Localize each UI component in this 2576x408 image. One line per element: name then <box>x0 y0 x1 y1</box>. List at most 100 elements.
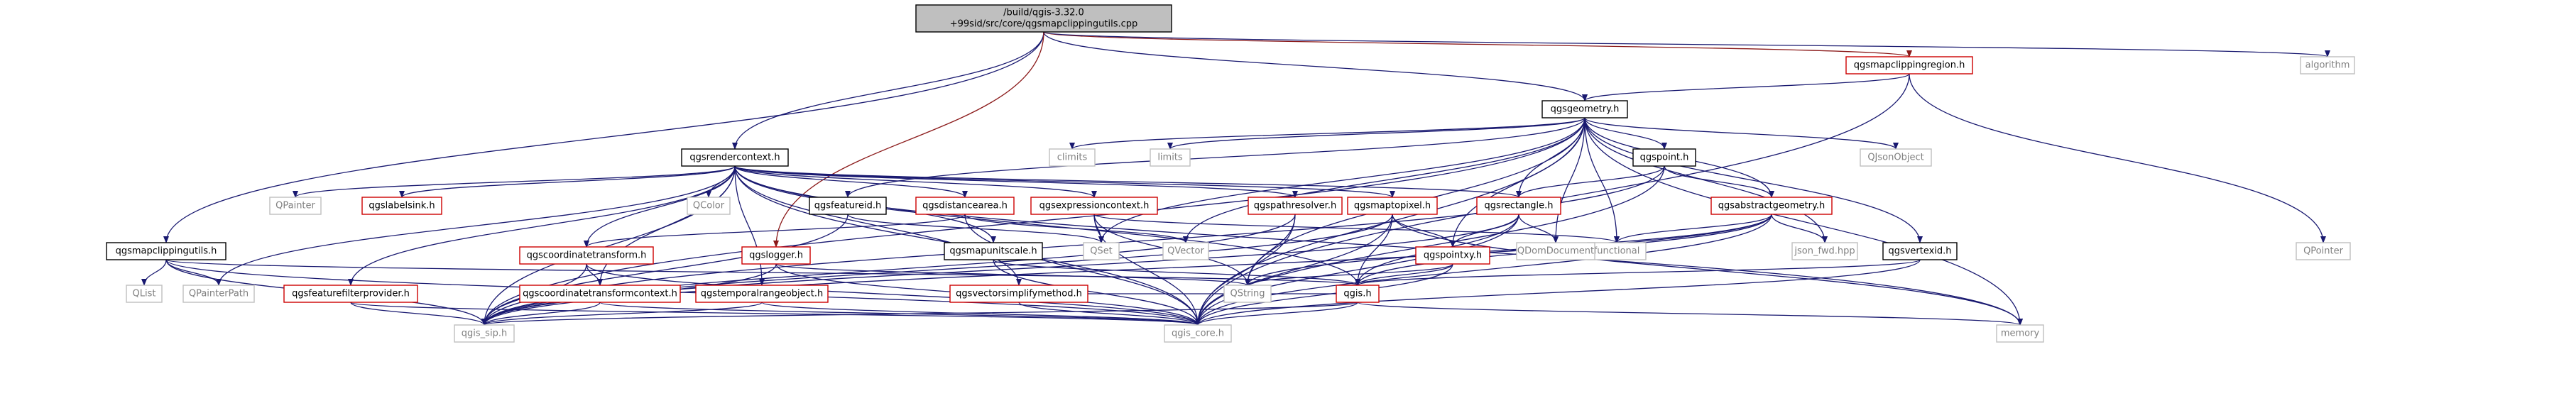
node-qgis-h[interactable]: qgis.h <box>1336 285 1380 303</box>
edge-qgsmapunitscale_h-to-qgis_h <box>993 259 1360 286</box>
node-qgslabelsink-h[interactable]: qgslabelsink.h <box>361 197 442 215</box>
node-box <box>1710 197 1833 215</box>
node-box <box>182 285 255 303</box>
node-qgslogger-h[interactable]: qgslogger.h <box>741 246 811 265</box>
edge-qgscoordinatetransform_h-to-qgscoordinatetransformcontext_h <box>586 263 603 286</box>
edge-qgsgeometry_h-to-qgsrectangle_h <box>1516 117 1586 198</box>
edge-qgsexpressioncontext_h-to-qgis_core_h <box>1093 214 1201 326</box>
edge-qgsrendercontext_h-to-qpainterpath <box>216 165 736 286</box>
node-qgsmapclippingregion-h[interactable]: qgsmapclippingregion.h <box>1845 56 1973 75</box>
edge-qgsrendercontext_h-to-qgspathresolver_h <box>734 165 1298 198</box>
edge-root-to-qgslogger_h <box>773 31 1044 248</box>
edge-qgsabstractgeometry_h-to-json_fwd_hpp <box>1771 214 1828 243</box>
node-qgspointxy-h[interactable]: qgspointxy.h <box>1415 246 1490 265</box>
node-qgis-sip-h: qgis_sip.h <box>454 324 515 343</box>
node-label: functional <box>1594 246 1640 257</box>
edge-qgsabstractgeometry_h-to-functional <box>1614 214 1772 243</box>
edge-qgsrendercontext_h-to-qgsdistancearea_h <box>734 165 968 198</box>
edge-qgsmapclippingutils_h-to-qlist <box>141 259 167 286</box>
node-label: qgspointxy.h <box>1424 250 1482 261</box>
node-qgsmaptopixel-h[interactable]: qgsmaptopixel.h <box>1347 197 1438 215</box>
node-label: +99sid/src/core/qgsmapclippingutils.cpp <box>950 19 1138 30</box>
node-label: qgsfeatureid.h <box>814 201 881 211</box>
node-qcolor: QColor <box>687 197 731 215</box>
node-functional: functional <box>1587 242 1647 260</box>
node-label: qgsmapclippingregion.h <box>1854 60 1965 71</box>
edge-qgsrendercontext_h-to-qgis_h <box>734 165 1360 286</box>
node-label: /build/qgis-3.32.0 <box>1003 8 1084 18</box>
edge-qgsrendercontext_h-to-qgsmaptopixel_h <box>734 165 1395 198</box>
edge-qgsvertexid_h-to-qgis_h <box>1355 259 1921 286</box>
node-qgsmapunitscale-h[interactable]: qgsmapunitscale.h <box>944 242 1043 260</box>
edge-qgsgeometry_h-to-qgspoint_h <box>1584 117 1667 150</box>
node-box <box>1248 197 1343 215</box>
node-label: qgspathresolver.h <box>1254 201 1336 211</box>
node-box <box>519 246 654 265</box>
node-label: qgsmaptopixel.h <box>1354 201 1431 211</box>
edge-qgsrendercontext_h-to-qgstemporalrangeobject_h <box>734 165 765 286</box>
edge-qgsgeometry_h-to-qgis_sip_h <box>481 117 1586 326</box>
node-qgsdistancearea-h[interactable]: qgsdistancearea.h <box>915 197 1015 215</box>
edge-qgsrendercontext_h-to-qpainter <box>293 165 736 198</box>
node-box <box>1860 148 1932 167</box>
edge-qgsrectangle_h-to-qgis_core_h <box>1195 214 1519 326</box>
node-qgsvertexid-h[interactable]: qgsvertexid.h <box>1882 242 1958 260</box>
edge-qgsgeometry_h-to-limits <box>1167 117 1586 150</box>
node-qgscoordinatetransformcontext-h[interactable]: qgscoordinatetransformcontext.h <box>519 285 681 303</box>
node-box <box>809 197 887 215</box>
node-label: QJsonObject <box>1867 153 1923 163</box>
edge-qgsmaptopixel_h-to-qgis_sip_h <box>481 214 1393 326</box>
node-box <box>1415 246 1490 265</box>
edge-qgspointxy_h-to-qstring <box>1245 263 1453 286</box>
node-box <box>915 4 1172 33</box>
node-label: qgsdistancearea.h <box>922 201 1008 211</box>
edge-qgsfeatureid_h-to-qset <box>847 214 1104 243</box>
edge-qgspointxy_h-to-qgis_h <box>1355 263 1453 286</box>
node-qgscoordinatetransform-h[interactable]: qgscoordinatetransform.h <box>519 246 654 265</box>
node-qgsabstractgeometry-h[interactable]: qgsabstractgeometry.h <box>1710 197 1833 215</box>
edge-qgsmapclippingregion_h-to-qgsgeometry_h <box>1582 73 1910 101</box>
edge-qgsmapclippingutils_h-to-qgis_core_h <box>165 259 1201 326</box>
node-qgstemporalrangeobject-h[interactable]: qgstemporalrangeobject.h <box>695 285 829 303</box>
node-label: qgspoint.h <box>1640 153 1689 163</box>
node-label: qgsmapclippingutils.h <box>116 246 217 257</box>
node-box <box>1336 285 1380 303</box>
node-qgsgeometry-h[interactable]: qgsgeometry.h <box>1541 100 1628 118</box>
node-qgsrendercontext-h[interactable]: qgsrendercontext.h <box>681 148 789 167</box>
node-qgspathresolver-h[interactable]: qgspathresolver.h <box>1248 197 1343 215</box>
node-box <box>949 285 1088 303</box>
edge-root-to-qgsrendercontext_h <box>732 31 1044 150</box>
node-qgsvectorsimplifymethod-h[interactable]: qgsvectorsimplifymethod.h <box>949 285 1088 303</box>
node-box <box>106 242 227 260</box>
edge-qgsgeometry_h-to-qvector <box>1183 117 1586 243</box>
edge-qgsgeometry_h-to-json_fwd_hpp <box>1584 117 1828 243</box>
node-qpointer: QPointer <box>2296 242 2351 260</box>
node-qgsfeatureid-h[interactable]: qgsfeatureid.h <box>809 197 887 215</box>
edge-qgsrendercontext_h-to-qgsfeaturefilterprovider_h <box>348 165 736 286</box>
node-label: memory <box>2001 329 2040 339</box>
edge-qgsvectorsimplifymethod_h-to-qgis_core_h <box>1018 302 1201 326</box>
nodes-layer: /build/qgis-3.32.0+99sid/src/core/qgsmap… <box>106 4 2355 343</box>
node-qgspoint-h[interactable]: qgspoint.h <box>1632 148 1696 167</box>
edge-qgsrendercontext_h-to-qgis_sip_h <box>481 165 736 326</box>
edge-qgspathresolver_h-to-qgis_sip_h <box>481 214 1296 326</box>
node-memory: memory <box>1996 324 2044 343</box>
node-box <box>1541 100 1628 118</box>
node-label: QColor <box>693 201 725 211</box>
node-qgsmapclippingutils-h[interactable]: qgsmapclippingutils.h <box>106 242 227 260</box>
edge-qgsgeometry_h-to-qgsvertexid_h <box>1584 117 1923 243</box>
edge-qgspathresolver_h-to-qgis_core_h <box>1195 214 1296 326</box>
node-label: QSet <box>1090 246 1113 257</box>
node-qgsrectangle-h[interactable]: qgsrectangle.h <box>1476 197 1561 215</box>
node-qlist: QList <box>126 285 163 303</box>
edge-qgsfeaturefilterprovider_h-to-qgis_core_h <box>350 302 1201 326</box>
node-qgsexpressioncontext-h[interactable]: qgsexpressioncontext.h <box>1030 197 1158 215</box>
node-box <box>361 197 442 215</box>
edge-qgis_h-to-qgis_core_h <box>1195 302 1358 326</box>
node-root[interactable]: /build/qgis-3.32.0+99sid/src/core/qgsmap… <box>915 4 1172 33</box>
node-qgsfeaturefilterprovider-h[interactable]: qgsfeaturefilterprovider.h <box>283 285 418 303</box>
node-box <box>1083 242 1120 260</box>
node-label: qgis_core.h <box>1172 329 1224 339</box>
node-label: qgslabelsink.h <box>369 201 435 211</box>
